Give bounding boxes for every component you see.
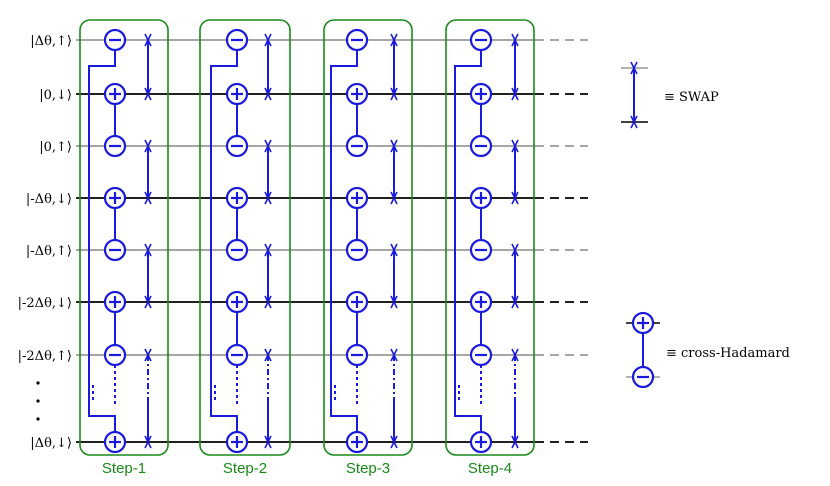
swap-cross <box>144 139 152 153</box>
wire-labels-layer: |Δθ,↑⟩ |0,↓⟩ |0,↑⟩ |-Δθ,↓⟩ |-Δθ,↑⟩ |-2Δθ,↓⟩ |-… <box>18 34 72 451</box>
wire-label-4: |-Δθ,↑⟩ <box>26 244 72 259</box>
step-label-1: Step-1 <box>102 460 146 477</box>
swap-cross <box>511 87 519 101</box>
swap-cross <box>390 243 398 257</box>
swap-cross <box>264 348 272 362</box>
cross-hadamard-wrap-link <box>88 50 116 432</box>
swap-cross <box>511 191 519 205</box>
wire-label-1: |0,↓⟩ <box>39 88 72 103</box>
swap-cross <box>264 33 272 47</box>
swap-cross <box>264 243 272 257</box>
step-4: Step-4 <box>454 28 519 477</box>
swap-cross <box>264 87 272 101</box>
step-label-4: Step-4 <box>468 460 512 477</box>
wire-label-5: |-2Δθ,↓⟩ <box>18 296 72 311</box>
swap-cross <box>511 33 519 47</box>
ellipsis-dot <box>36 417 40 421</box>
swap-cross <box>511 243 519 257</box>
swap-cross <box>144 243 152 257</box>
step-2: Step-2 <box>210 28 272 477</box>
swap-cross <box>511 295 519 309</box>
wire-label-0: |Δθ,↑⟩ <box>30 34 72 49</box>
swap-cross <box>144 33 152 47</box>
swap-cross <box>390 191 398 205</box>
step-box-2 <box>199 19 291 456</box>
wires-layer <box>76 39 588 443</box>
swap-cross <box>390 87 398 101</box>
step-label-3: Step-3 <box>346 460 390 477</box>
swap-cross <box>390 139 398 153</box>
legend-cross-hadamard-label: ≡ cross-Hadamard <box>666 346 790 361</box>
step-label-2: Step-2 <box>223 460 267 477</box>
step-box-4 <box>445 19 535 456</box>
cross-hadamard-wrap-link <box>210 50 238 432</box>
swap-cross <box>630 61 638 75</box>
wire-label-7: |Δθ,↓⟩ <box>30 436 72 451</box>
cross-hadamard-wrap-link <box>454 50 482 432</box>
swap-cross <box>511 435 519 449</box>
step-1: Step-1 <box>88 28 152 477</box>
swap-cross <box>144 435 152 449</box>
swap-cross <box>264 191 272 205</box>
step-box-1 <box>79 19 169 456</box>
swap-cross <box>390 348 398 362</box>
ellipsis-dots <box>36 381 40 421</box>
ellipsis-dot <box>36 381 40 385</box>
swap-cross <box>390 33 398 47</box>
swap-cross <box>630 115 638 129</box>
swap-cross <box>390 435 398 449</box>
swap-cross <box>144 87 152 101</box>
swap-cross <box>264 295 272 309</box>
ellipsis-dot <box>36 399 40 403</box>
swap-cross <box>264 139 272 153</box>
wire-label-3: |-Δθ,↓⟩ <box>26 192 72 207</box>
swap-cross <box>511 139 519 153</box>
swap-cross <box>264 435 272 449</box>
legend-swap-label: ≡ SWAP <box>664 90 719 105</box>
step-boxes-layer <box>79 19 535 456</box>
swap-cross <box>144 295 152 309</box>
step-3: Step-3 <box>330 28 398 477</box>
swap-cross <box>144 191 152 205</box>
wire-label-2: |0,↑⟩ <box>39 140 72 155</box>
cross-hadamard-wrap-link <box>330 50 358 432</box>
swap-cross <box>144 348 152 362</box>
step-box-3 <box>323 19 413 456</box>
gates-layer: Step-1 Step-2 Step-3 Step-4 <box>88 28 519 477</box>
legend: ≡ SWAP ≡ cross-Hadamard <box>621 61 790 389</box>
swap-cross <box>511 348 519 362</box>
swap-cross <box>390 295 398 309</box>
wire-label-6: |-2Δθ,↑⟩ <box>18 349 72 364</box>
